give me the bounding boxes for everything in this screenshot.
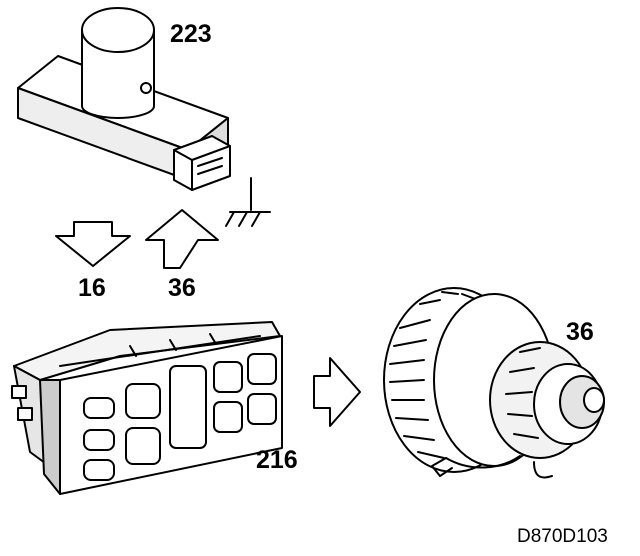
- blower-motor-36: [383, 287, 605, 479]
- ground-symbol: [225, 177, 271, 227]
- label-216: 216: [256, 446, 298, 474]
- arrow-up-36: [145, 209, 219, 269]
- arrow-right-to-blower: [313, 357, 361, 427]
- label-223: 223: [170, 20, 212, 48]
- control-panel-216: [11, 321, 283, 495]
- drawing-reference: D870D103: [517, 526, 608, 547]
- label-16: 16: [78, 274, 106, 302]
- arrow-down-16: [55, 221, 131, 267]
- label-36-blower: 36: [566, 318, 594, 346]
- label-36-arrow: 36: [168, 274, 196, 302]
- sensor-module-223: [17, 7, 231, 191]
